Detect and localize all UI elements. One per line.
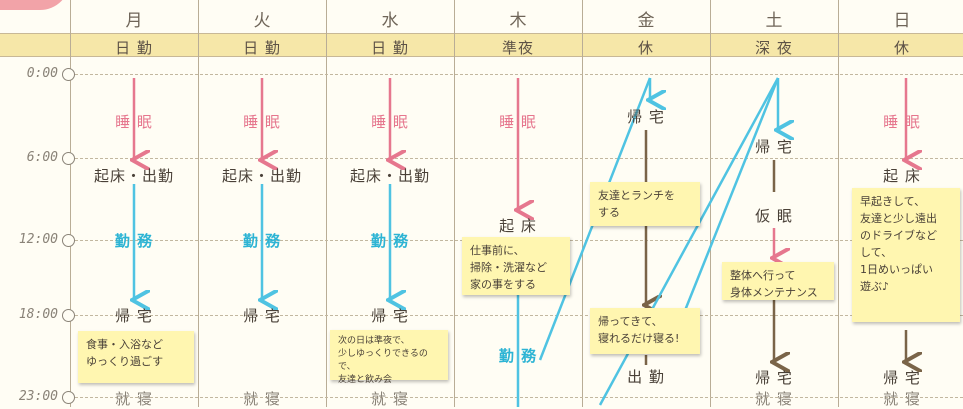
time-label-1200: 12:00: [18, 232, 58, 247]
label-bed-sat: 就 寝: [755, 390, 793, 408]
label-work-thu: 勤 務: [498, 347, 538, 365]
time-marker: [62, 309, 75, 322]
shift-wed: 日 勤: [371, 39, 409, 57]
time-marker: [62, 391, 75, 404]
label-bed-tue: 就 寝: [243, 390, 281, 408]
column-divider: [70, 0, 71, 407]
shift-tue: 日 勤: [243, 39, 281, 57]
label-wake-thu: 起 床: [499, 217, 537, 235]
label-bed-mon: 就 寝: [115, 390, 153, 408]
time-marker: [62, 152, 75, 165]
shift-fri: 休: [637, 39, 654, 57]
time-label-2300: 23:00: [18, 389, 58, 404]
corner-decoration: [0, 0, 70, 10]
label-home-fri: 帰 宅: [627, 108, 665, 126]
label-home2-sat: 帰 宅: [755, 369, 793, 387]
label-go-work-fri: 出 勤: [627, 368, 665, 386]
label-home-tue: 帰 宅: [243, 307, 281, 325]
label-home-sun: 帰 宅: [883, 369, 921, 387]
label-wake-commute-mon: 起床・出勤: [93, 167, 174, 185]
note-friday-sleep: 帰ってきて、 寝れるだけ寝る!: [590, 308, 700, 354]
shift-sat: 深 夜: [755, 39, 793, 57]
time-gridline: [70, 158, 963, 159]
note-friday-lunch: 友達とランチを する: [590, 182, 700, 226]
label-work-wed: 勤 務: [370, 232, 410, 250]
column-divider: [198, 0, 199, 407]
time-label-0000: 0:00: [26, 66, 58, 81]
label-work-mon: 勤 務: [114, 232, 154, 250]
time-gridline: [70, 397, 963, 398]
column-divider: [326, 0, 327, 407]
day-header-fri: 金: [637, 11, 655, 31]
column-divider: [582, 0, 583, 407]
time-label-1800: 18:00: [18, 307, 58, 322]
time-label-0600: 6:00: [26, 150, 58, 165]
time-gridline: [70, 74, 963, 75]
label-wake-commute-tue: 起床・出勤: [221, 167, 302, 185]
note-saturday: 整体へ行って 身体メンテナンス: [722, 262, 834, 300]
note-thursday: 仕事前に、 掃除・洗濯など 家の事をする: [462, 237, 570, 295]
column-divider: [838, 0, 839, 407]
label-sleep-thu: 睡 眠: [499, 113, 537, 131]
label-sleep-mon: 睡 眠: [115, 113, 153, 131]
day-header-mon: 月: [125, 11, 143, 31]
label-wake-commute-wed: 起床・出勤: [349, 167, 430, 185]
time-gridline: [70, 315, 963, 316]
day-header-thu: 木: [509, 11, 527, 31]
shift-sun: 休: [893, 39, 910, 57]
note-wednesday: 次の日は準夜で、 少しゆっくりできるので、 友達と飲み会: [330, 330, 448, 385]
note-monday: 食事・入浴など ゆっくり過ごす: [78, 331, 194, 383]
column-divider: [454, 0, 455, 407]
label-home-sat: 帰 宅: [755, 138, 793, 156]
note-sunday: 早起きして、 友達と少し遠出 のドライブなど して、 1日めいっぱい 遊ぶ♪: [852, 188, 960, 322]
time-marker: [62, 68, 75, 81]
label-bed-wed: 就 寝: [371, 390, 409, 408]
day-header-sat: 土: [765, 11, 783, 31]
label-work-tue: 勤 務: [242, 232, 282, 250]
label-home-wed: 帰 宅: [371, 307, 409, 325]
label-sleep-wed: 睡 眠: [371, 113, 409, 131]
time-marker: [62, 234, 75, 247]
label-sleep-sun: 睡 眠: [883, 113, 921, 131]
label-sleep-tue: 睡 眠: [243, 113, 281, 131]
shift-thu: 準夜: [501, 39, 534, 57]
label-bed-sun: 就 寝: [883, 390, 921, 408]
label-home-mon: 帰 宅: [115, 307, 153, 325]
label-wake-sun: 起 床: [883, 167, 921, 185]
day-header-tue: 火: [253, 11, 271, 31]
shift-header-band: [0, 33, 963, 57]
day-header-wed: 水: [381, 11, 399, 31]
shift-mon: 日 勤: [115, 39, 153, 57]
label-nap-sat: 仮 眠: [755, 207, 793, 225]
day-header-sun: 日: [893, 11, 911, 31]
